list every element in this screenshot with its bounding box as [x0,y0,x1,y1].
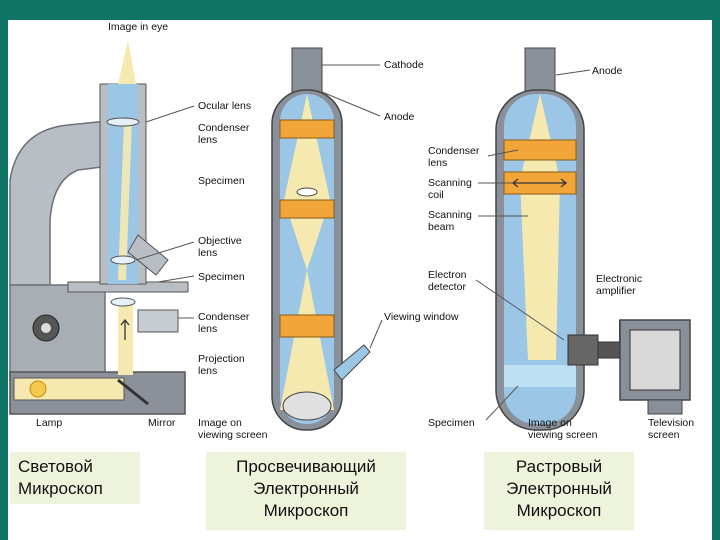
label-ocular-lens: Ocular lens [198,100,251,112]
tem-specimen-shape [296,187,318,197]
label-condenser-lens-3a: Condenser [428,145,480,157]
nosepiece [127,234,169,276]
objective-lens-shape [110,255,136,265]
scanning-electron-microscope [495,47,691,431]
tem-viewing-screen [282,391,332,421]
lamp-bulb-icon [29,380,47,398]
television-stand [647,399,683,415]
caption-sem-line-3: Микроскоп [516,501,602,520]
label-electron-detector-a: Electron [428,269,467,281]
mirror-shape [117,378,149,406]
sem-specimen-plate [504,365,576,387]
label-scanning-beam-a: Scanning [428,209,472,221]
label-cathode: Cathode [384,59,424,71]
leader-condenser-lens-3 [487,149,519,157]
tem-beam-3 [280,270,334,410]
label-viewing-window: Viewing window [384,311,459,323]
caption-light-line-2: Микроскоп [18,479,103,498]
label-condenser-lens-1b: lens [198,134,217,146]
label-condenser-lens-3b: lens [428,157,447,169]
label-scanning-coil-a: Scanning [428,177,472,189]
condenser-lens-shape [110,297,136,307]
transmission-electron-microscope [271,47,371,431]
label-television-screen-b: screen [648,429,680,441]
label-scanning-beam-b: beam [428,221,455,233]
tem-projection-lens [279,314,335,338]
sem-beam-2 [520,180,560,360]
leader-specimen-2 [157,275,195,283]
leader-anode-2 [555,69,591,76]
label-projection-lens-b: lens [198,365,217,377]
label-image-on-screen-2a: Image on [528,417,572,429]
leader-ocular-lens [145,105,195,123]
label-projection-lens-a: Projection [198,353,245,365]
label-image-on-screen-1a: Image on [198,417,242,429]
tem-gun [291,47,323,94]
tem-viewing-window [333,344,371,381]
leader-viewing-window [369,319,383,349]
caption-tem-line-3: Микроскоп [263,501,349,520]
label-lamp: Lamp [36,417,62,429]
label-scanning-coil-b: coil [428,189,444,201]
label-objective-lens-b: lens [198,247,217,259]
caption-sem-line-1: Растровый [515,457,603,476]
label-electronic-amplifier-a: Electronic [596,273,642,285]
light-microscope [9,40,189,415]
caption-tem: Просвечивающий Электронный Микроскоп [206,452,406,530]
sem-electron-detector [567,334,599,366]
label-condenser-lens-2b: lens [198,323,217,335]
label-image-on-screen-2b: viewing screen [528,429,598,441]
tem-beam-1 [284,94,330,200]
television-screen-area [629,329,681,391]
microscope-comparison-diagram: Image in eye Ocular lens Condenser lens … [9,21,694,441]
leader-electron-detector [475,279,565,341]
label-condenser-lens-2a: Condenser [198,311,250,323]
tem-objective-lens [279,199,335,219]
caption-light-line-1: Световой [18,457,93,476]
caption-tem-line-1: Просвечивающий [236,457,376,476]
label-specimen-2: Specimen [198,271,245,283]
label-electronic-amplifier-b: amplifier [596,285,636,297]
label-anode-1: Anode [384,111,415,123]
caption-sem-line-2: Электронный [506,479,612,498]
focus-knob-center [41,323,51,333]
leader-specimen-3 [485,385,519,421]
sem-amplifier-box [597,341,621,359]
eye-beam [118,40,136,84]
label-specimen-1: Specimen [198,175,245,187]
leader-objective-lens [135,241,195,261]
caption-light-microscope: Световой Микроскоп [10,452,140,504]
sem-condenser-lens [503,139,577,161]
label-objective-lens-a: Objective [198,235,242,247]
label-image-on-screen-1b: viewing screen [198,429,268,441]
label-electron-detector-b: detector [428,281,466,293]
label-mirror: Mirror [148,417,176,429]
caption-tem-line-2: Электронный [253,479,359,498]
light-beam-upper [118,120,132,280]
label-anode-2: Anode [592,65,623,77]
label-condenser-lens-1a: Condenser [198,122,250,134]
label-specimen-3: Specimen [428,417,475,429]
label-television-screen-a: Television [648,417,694,429]
label-image-in-eye: Image in eye [108,21,168,33]
leader-anode-1 [321,91,381,117]
ocular-lens-shape [106,117,140,127]
beam-arrow-icon [120,318,130,340]
condenser-housing [137,309,179,333]
caption-sem: Растровый Электронный Микроскоп [484,452,634,530]
diagram-slide: Image in eye Ocular lens Condenser lens … [8,20,712,540]
sem-gun [524,47,556,94]
tem-condenser-lens [279,119,335,139]
